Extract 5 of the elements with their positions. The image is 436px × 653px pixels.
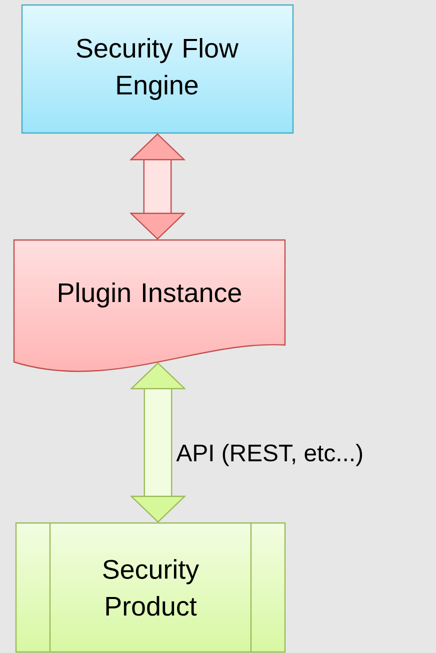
process-box: Security Flow Engine	[21, 4, 294, 134]
double-arrow	[130, 362, 186, 523]
double-arrow	[129, 133, 186, 240]
edge-label: API (REST, etc...)	[176, 444, 362, 466]
predefined-process-box: Security Product	[15, 522, 286, 653]
